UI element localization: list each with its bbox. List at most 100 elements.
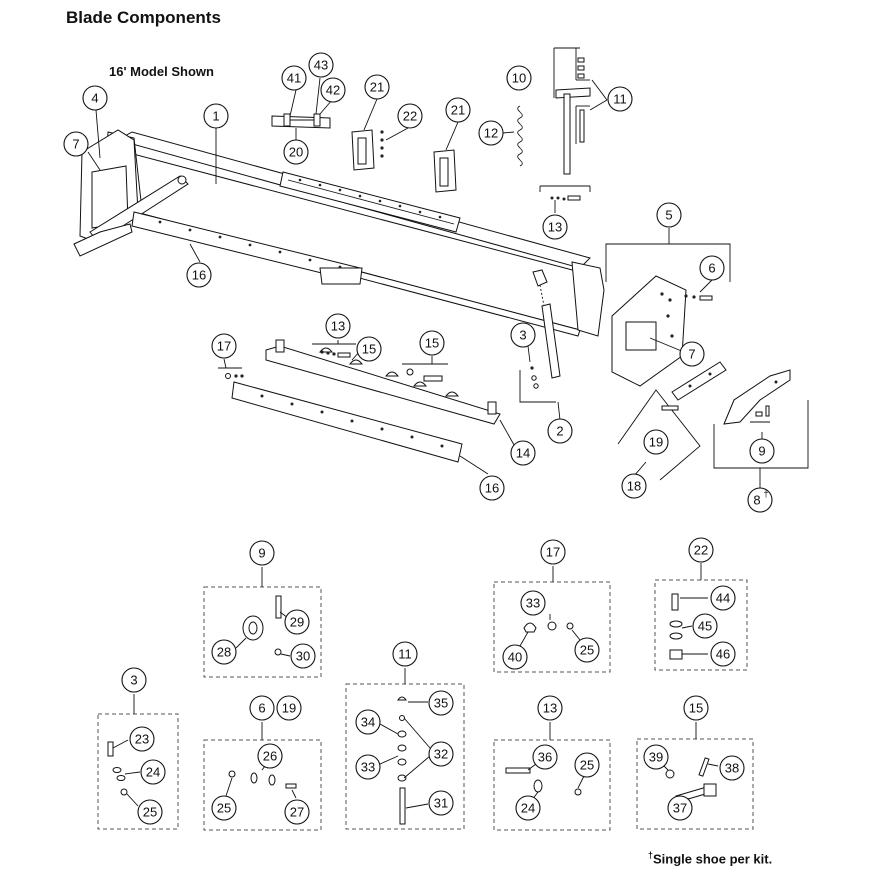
svg-text:19: 19 [282, 701, 296, 716]
hardware-22 [380, 130, 384, 158]
model-note: 16' Model Shown [109, 64, 214, 79]
svg-text:27: 27 [290, 805, 304, 820]
hardware-17-top [218, 367, 244, 379]
callout-14: 14 [510, 440, 536, 466]
moldboard-frame-14 [265, 339, 501, 425]
kit-box-9 [203, 586, 322, 678]
callout-26: 26 [257, 743, 283, 769]
callout-27: 27 [284, 799, 310, 825]
svg-text:31: 31 [434, 796, 448, 811]
page-title: Blade Components [66, 8, 221, 27]
callout-42: 42 [320, 77, 346, 103]
svg-text:40: 40 [508, 650, 522, 665]
callout-25: 25 [574, 752, 600, 778]
hardware-6-top [684, 294, 713, 301]
callout-39: 39 [643, 744, 669, 770]
svg-text:17: 17 [217, 339, 231, 354]
svg-text:46: 46 [716, 647, 730, 662]
svg-text:21: 21 [451, 103, 465, 118]
svg-text:36: 36 [538, 750, 552, 765]
kit-box-15 [636, 738, 754, 830]
kit-9-parts [235, 595, 291, 657]
svg-text:20: 20 [289, 145, 303, 160]
callout-41: 41 [281, 65, 307, 91]
svg-text:32: 32 [434, 747, 448, 762]
callout-kit-6: 6 [249, 695, 275, 721]
svg-text:7: 7 [688, 347, 695, 362]
svg-text:12: 12 [484, 126, 498, 141]
callout-7: 7 [679, 341, 705, 367]
callout-31: 31 [428, 790, 454, 816]
svg-text:41: 41 [287, 71, 301, 86]
callout-43: 43 [308, 52, 334, 78]
bracket-21-left [351, 129, 375, 171]
wing-5 [605, 243, 731, 387]
svg-text:43: 43 [314, 58, 328, 73]
svg-text:11: 11 [398, 647, 412, 662]
callout-11: 11 [607, 86, 633, 112]
callout-30: 30 [290, 643, 316, 669]
callout-25: 25 [137, 799, 163, 825]
hardware-15 [402, 363, 448, 382]
callout-16: 16 [186, 262, 212, 288]
svg-text:25: 25 [580, 758, 594, 773]
callout-46: 46 [710, 641, 736, 667]
kit-17-parts [519, 614, 581, 647]
svg-text:10: 10 [512, 71, 526, 86]
kit-box-6-19 [203, 739, 322, 831]
svg-text:6: 6 [258, 701, 265, 716]
svg-text:7: 7 [72, 137, 79, 152]
svg-text:24: 24 [521, 801, 535, 816]
callout-21: 21 [445, 97, 471, 123]
hardware-11-top [575, 48, 590, 144]
callout-28: 28 [211, 639, 237, 665]
callout-kit-22: 22 [688, 537, 714, 563]
svg-text:18: 18 [627, 479, 641, 494]
cutting-edge-lower [231, 381, 463, 463]
footnote: †Single shoe per kit. [648, 850, 773, 867]
svg-text:13: 13 [331, 319, 345, 334]
svg-text:34: 34 [361, 715, 375, 730]
callout-12: 12 [478, 120, 504, 146]
callout-37: 37 [667, 795, 693, 821]
kit-box-3 [97, 713, 179, 830]
pin-assembly-10 [553, 47, 591, 175]
svg-text:26: 26 [263, 749, 277, 764]
svg-text:†: † [763, 489, 768, 499]
callout-34: 34 [355, 709, 381, 735]
callout-9: 9 [749, 438, 775, 464]
rail-holes [298, 178, 442, 219]
svg-text:33: 33 [526, 596, 540, 611]
cutting-edge-upper [131, 211, 363, 285]
bracket-21-right [433, 149, 457, 193]
callout-29: 29 [284, 609, 310, 635]
kit-15-parts [661, 757, 719, 805]
callout-45: 45 [692, 613, 718, 639]
svg-text:2: 2 [556, 424, 563, 439]
callout-kit-3: 3 [121, 667, 147, 693]
callout-kit-13: 13 [537, 695, 563, 721]
hardware-13-mid [312, 343, 356, 358]
callout-21: 21 [364, 74, 390, 100]
callout-8: 8† [747, 487, 773, 513]
callout-10: 10 [506, 65, 532, 91]
svg-text:3: 3 [130, 673, 137, 688]
svg-text:33: 33 [361, 760, 375, 775]
callout-32: 32 [428, 741, 454, 767]
svg-text:17: 17 [546, 545, 560, 560]
kit-3-parts [107, 739, 141, 807]
callout-6: 6 [699, 255, 725, 281]
svg-text:3: 3 [519, 328, 526, 343]
svg-text:14: 14 [516, 446, 530, 461]
svg-text:11: 11 [613, 92, 627, 107]
kit-11-parts [379, 696, 431, 825]
pivot-arm [532, 269, 561, 379]
svg-text:24: 24 [146, 765, 160, 780]
callout-1: 1 [203, 103, 229, 129]
blade-moldboard [73, 129, 605, 337]
callout-25: 25 [211, 795, 237, 821]
callout-40: 40 [502, 644, 528, 670]
callout-35: 35 [428, 690, 454, 716]
svg-text:9: 9 [758, 444, 765, 459]
